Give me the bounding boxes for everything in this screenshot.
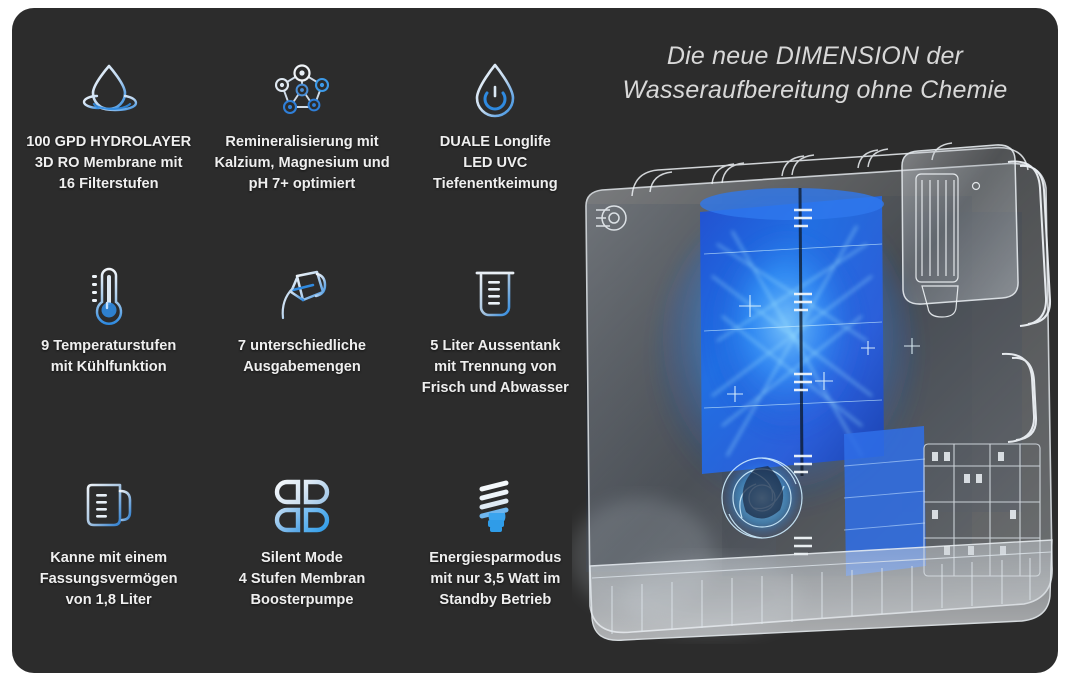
feature-label: 7 unterschiedliche Ausgabemengen [237, 338, 367, 376]
water-purifier-xray-render [572, 142, 1053, 642]
feature-grid: 100 GPD HYDROLAYER 3D RO Membrane mit 16… [12, 48, 592, 648]
feature-label: 5 Liter Aussentank mit Trennung von Fris… [421, 338, 569, 397]
measuring-jug-icon [73, 470, 145, 542]
molecule-network-icon [266, 54, 338, 126]
energy-saving-bulb-icon [459, 470, 531, 542]
feature-label: Remineralisierung mit Kalzium, Magnesium… [214, 134, 390, 193]
feature-item-carafe: Kanne mit einem Fassungsvermögen von 1,8… [12, 448, 205, 648]
product-image [572, 126, 1058, 673]
page-title: Die neue DIMENSION der Wasseraufbereitun… [572, 40, 1058, 108]
water-drop-uv-icon [459, 54, 531, 126]
headline-line-2: Wasseraufbereitung ohne Chemie [622, 75, 1008, 104]
headline-line-1: Die neue DIMENSION der [666, 42, 964, 70]
four-petal-clover-icon [266, 470, 338, 542]
feature-item-temperature: 9 Temperaturstufen mit Kühlfunktion [12, 248, 205, 448]
feature-item-tank: 5 Liter Aussentank mit Trennung von Fris… [399, 248, 592, 448]
pouring-pitcher-icon [266, 258, 338, 330]
feature-item-silent-mode: Silent Mode 4 Stufen Membran Boosterpump… [205, 448, 398, 648]
poster-panel: Die neue DIMENSION der Wasseraufbereitun… [12, 8, 1058, 673]
thermometer-icon [73, 258, 145, 330]
feature-label: Kanne mit einem Fassungsvermögen von 1,8… [39, 550, 178, 609]
beaker-icon [459, 258, 531, 330]
feature-label: 100 GPD HYDROLAYER 3D RO Membrane mit 16… [26, 134, 192, 193]
feature-label: Energiesparmodus mit nur 3,5 Watt im Sta… [429, 550, 562, 609]
feature-item-dispense-volumes: 7 unterschiedliche Ausgabemengen [205, 248, 398, 448]
feature-item-energy-saving: Energiesparmodus mit nur 3,5 Watt im Sta… [399, 448, 592, 648]
feature-label: 9 Temperaturstufen mit Kühlfunktion [41, 338, 177, 376]
water-drop-ripple-icon [73, 54, 145, 126]
feature-item-ro-membrane: 100 GPD HYDROLAYER 3D RO Membrane mit 16… [12, 48, 205, 248]
feature-item-remineralisation: Remineralisierung mit Kalzium, Magnesium… [205, 48, 398, 248]
feature-item-uvc: DUALE Longlife LED UVC Tiefenentkeimung [399, 48, 592, 248]
feature-label: Silent Mode 4 Stufen Membran Boosterpump… [238, 550, 366, 609]
feature-label: DUALE Longlife LED UVC Tiefenentkeimung [433, 134, 558, 193]
